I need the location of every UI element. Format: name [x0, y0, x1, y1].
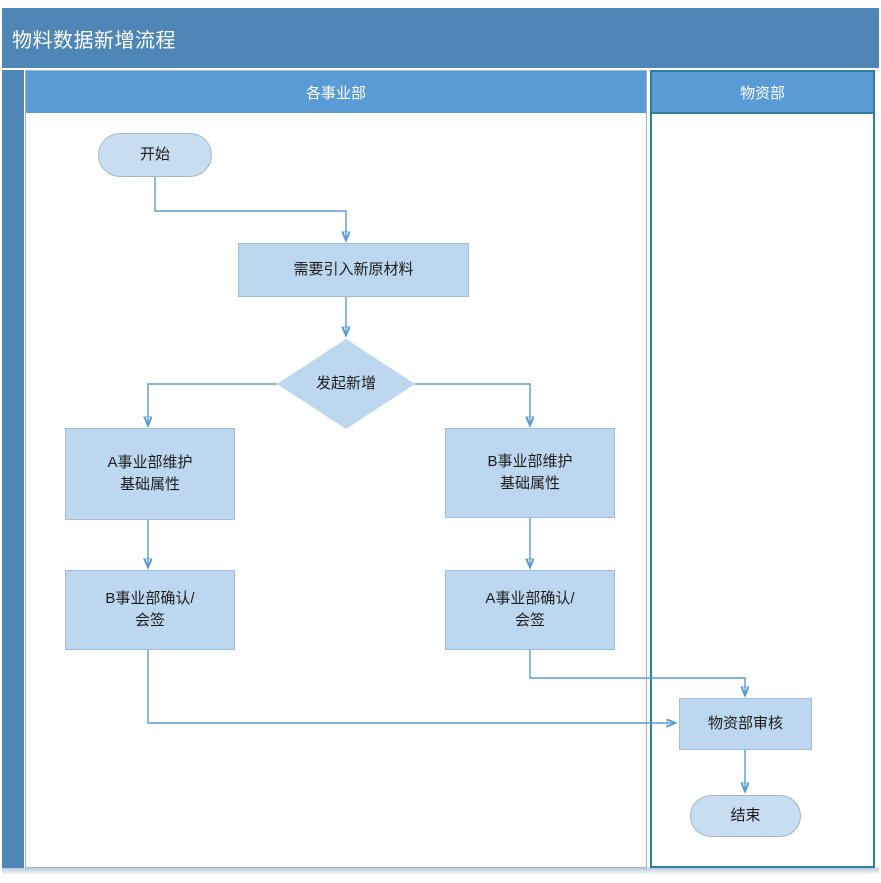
- need-new-material-label: 需要引入新原材料: [293, 261, 414, 279]
- pool-title: 物料数据新增流程: [12, 29, 176, 52]
- lane-materials-label: 物资部: [739, 84, 785, 102]
- materials-dept-review-node[interactable]: 物资部审核: [679, 698, 812, 750]
- materials-dept-review-label: 物资部审核: [707, 715, 783, 733]
- division-b-confirm-label: B事业部确认/ 会签: [105, 590, 195, 629]
- division-a-confirm-label: A事业部确认/ 会签: [485, 590, 575, 629]
- end-node[interactable]: 结束: [690, 795, 801, 837]
- initiate-addition-label: 发起新增: [315, 375, 376, 393]
- pool-title-bar: 物料数据新增流程: [2, 8, 879, 68]
- pool-left-strip: [2, 70, 24, 868]
- division-a-maintain-node[interactable]: A事业部维护 基础属性: [65, 428, 235, 520]
- pool-bottom-shadow: [2, 868, 879, 875]
- division-a-maintain-label: A事业部维护 基础属性: [107, 454, 193, 493]
- division-b-maintain-label: B事业部维护 基础属性: [487, 453, 573, 492]
- lane-divisions-label: 各事业部: [305, 84, 366, 102]
- division-b-maintain-node[interactable]: B事业部维护 基础属性: [445, 428, 615, 518]
- end-node-label: 结束: [730, 807, 761, 825]
- lane-header-materials-dept[interactable]: 物资部: [652, 72, 873, 114]
- start-node[interactable]: 开始: [98, 133, 212, 177]
- need-new-material-node[interactable]: 需要引入新原材料: [238, 243, 469, 297]
- division-b-confirm-node[interactable]: B事业部确认/ 会签: [65, 570, 235, 650]
- start-node-label: 开始: [139, 146, 170, 164]
- lane-header-divisions[interactable]: 各事业部: [26, 71, 646, 113]
- division-a-confirm-node[interactable]: A事业部确认/ 会签: [445, 570, 615, 650]
